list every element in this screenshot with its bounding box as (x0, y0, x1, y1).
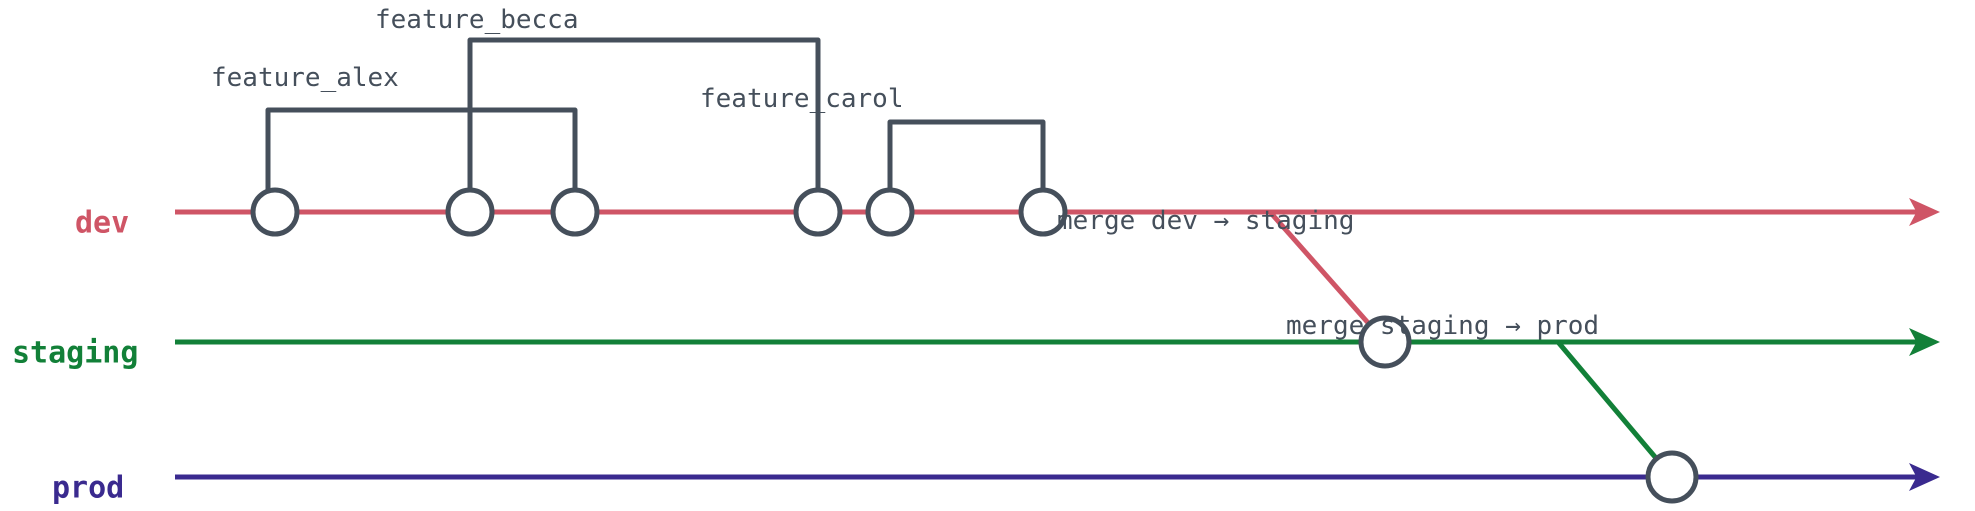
commit-node-prod-merge[interactable] (1645, 450, 1699, 504)
commit-node-dev-4[interactable] (793, 187, 843, 237)
feature-label-carol: feature_carol (700, 84, 904, 114)
commit-node-dev-5[interactable] (865, 187, 915, 237)
commit-node-dev-3[interactable] (550, 187, 600, 237)
bracket-feature-alex (265, 107, 578, 192)
feature-label-alex: feature_alex (211, 63, 399, 93)
bracket-feature-becca (467, 37, 821, 192)
commit-node-dev-6[interactable] (1018, 187, 1068, 237)
feature-labels-layer: feature_alex feature_becca feature_carol (211, 5, 904, 114)
branch-label-dev: dev (75, 206, 129, 241)
bracket-feature-carol (887, 119, 1046, 192)
feature-label-becca: feature_becca (375, 5, 579, 35)
merge-lines-layer (1268, 210, 1674, 479)
merge-labels-layer: merge dev → staging merge staging → prod (1057, 206, 1599, 341)
commit-node-staging-merge[interactable] (1358, 315, 1412, 369)
branch-labels-layer: dev staging prod (12, 206, 138, 506)
branch-label-prod: prod (52, 471, 124, 506)
commit-node-dev-1[interactable] (250, 187, 300, 237)
branch-lines-layer (175, 198, 1940, 491)
merge-line-staging-prod (1556, 340, 1674, 479)
commit-node-dev-2[interactable] (445, 187, 495, 237)
branch-label-staging: staging (12, 336, 138, 371)
commit-nodes-layer (250, 187, 1699, 504)
merge-label-staging-prod: merge staging → prod (1286, 311, 1599, 341)
feature-brackets-layer (265, 37, 1046, 192)
merge-line-dev-staging (1268, 210, 1387, 344)
merge-label-dev-staging: merge dev → staging (1057, 206, 1354, 236)
